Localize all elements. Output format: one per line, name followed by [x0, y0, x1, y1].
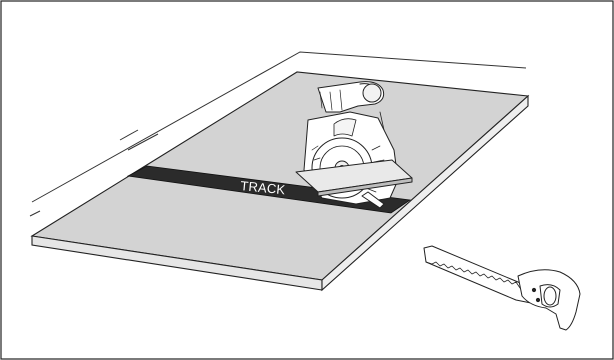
hand-saw-icon	[423, 245, 581, 331]
track-label: TRACK	[240, 178, 286, 197]
board	[30, 71, 530, 292]
circular-saw-icon	[295, 81, 413, 209]
workbench-outline	[29, 51, 527, 217]
board-side-edge	[321, 94, 529, 292]
